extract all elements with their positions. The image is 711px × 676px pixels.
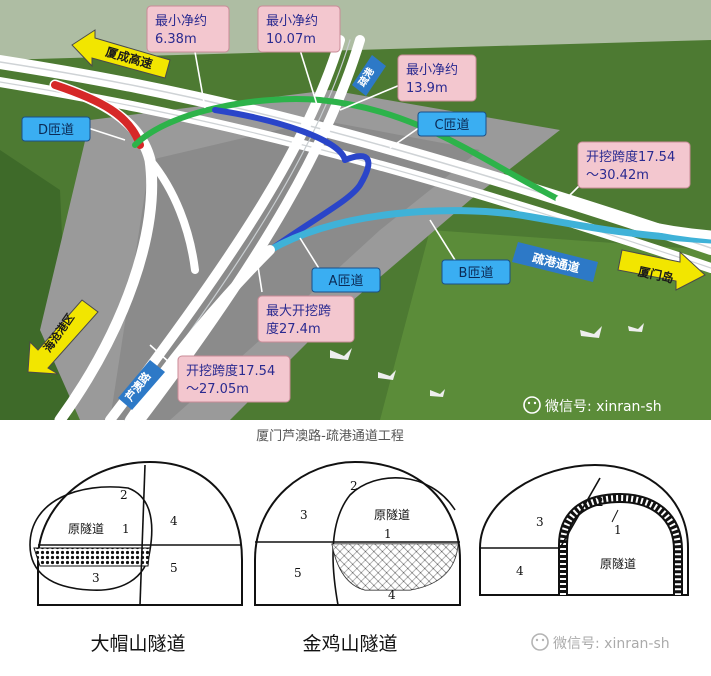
callout-span-east: 开挖跨度17.54～30.42m [577,141,691,189]
jinjishan-title: 金鸡山隧道 [302,633,397,655]
damaoshan-label-1: 1 [122,522,130,536]
arrow-xiamen-island: 厦门岛 [617,249,706,291]
damaoshan-title: 大帽山隧道 [90,633,185,655]
ramp-label-b-text: B匝道 [459,266,494,281]
third-label-2: 2 [596,495,604,509]
wechat-icon-bottom [531,633,549,651]
ramp-cyan [266,207,711,254]
third-label-original: 原隧道 [600,556,636,571]
damaoshan-outline [37,460,243,606]
damaoshan-label-5: 5 [170,561,178,575]
arrow-xiamen-island-label: 厦门岛 [637,264,675,286]
cross-section-jinjishan: 2 原隧道 1 3 4 5 金鸡山隧道 [254,460,461,655]
wechat-watermark-top: 微信号: xinran-sh [523,396,662,415]
damaoshan-label-2: 2 [120,488,128,502]
ramp-label-d-text: D匝道 [38,123,74,138]
tunnel-ramps [49,79,711,426]
damaoshan-fill-band [33,547,151,567]
third-label-4: 4 [516,564,524,578]
wechat-watermark-bottom-text: 微信号: xinran-sh [553,636,670,652]
cross-section-third: 2 1 3 原隧道 4 [479,463,689,596]
callout-span-east-text: 开挖跨度17.54～30.42m [586,149,675,183]
jinjishan-label-4: 4 [388,588,396,602]
jinjishan-label-2: 2 [350,479,358,493]
jinjishan-label-original: 原隧道 [374,507,410,522]
figure-caption: 厦门芦澳路-疏港通道工程 [256,428,404,444]
jinjishan-original-tunnel [332,477,456,606]
ramp-blue-upper [212,107,348,163]
jinjishan-label-5: 5 [294,566,302,580]
callout-span-south: 开挖跨度17.54～27.05m [177,355,291,403]
ramp-label-c-text: C匝道 [434,118,469,133]
jinjishan-label-3: 3 [300,508,308,522]
ramp-label-a-text: A匝道 [329,274,364,289]
interchange-illustration: 厦成高速 厦门岛 海沧港区 疏港通道 芦澳路 疏港 D匝道 [0,0,711,426]
callout-max-span: 最大开挖跨度27.4m [257,295,355,343]
ramp-blue-lower [267,153,372,253]
callout-span-south-text: 开挖跨度17.54～27.05m [186,363,275,397]
wechat-icon [523,396,541,414]
ramp-label-d: D匝道 [21,116,91,142]
third-label-3: 3 [536,515,544,529]
wechat-watermark-bottom: 微信号: xinran-sh [531,633,670,652]
ramp-label-c: C匝道 [417,111,487,137]
jinjishan-label-1: 1 [384,527,392,541]
ramp-d-red [51,81,144,149]
wechat-watermark-top-text: 微信号: xinran-sh [545,399,662,415]
tunnel-cross-sections: 原隧道 1 2 3 4 5 大帽山隧道 2 原隧道 1 3 4 5 金鸡山隧道 [29,460,689,655]
birds-decoration [330,323,644,397]
road-platform-shade [110,120,480,420]
third-label-1: 1 [614,523,622,537]
ramp-label-a: A匝道 [311,267,381,293]
third-outline [479,463,689,596]
ramp-label-b: B匝道 [441,259,511,285]
damaoshan-label-original: 原隧道 [68,521,104,536]
callout-max-span-text: 最大开挖跨度27.4m [266,304,331,337]
damaoshan-label-3: 3 [92,571,100,585]
damaoshan-label-4: 4 [170,514,178,528]
cross-section-damaoshan: 原隧道 1 2 3 4 5 大帽山隧道 [29,460,243,655]
ramp-green [132,96,563,203]
